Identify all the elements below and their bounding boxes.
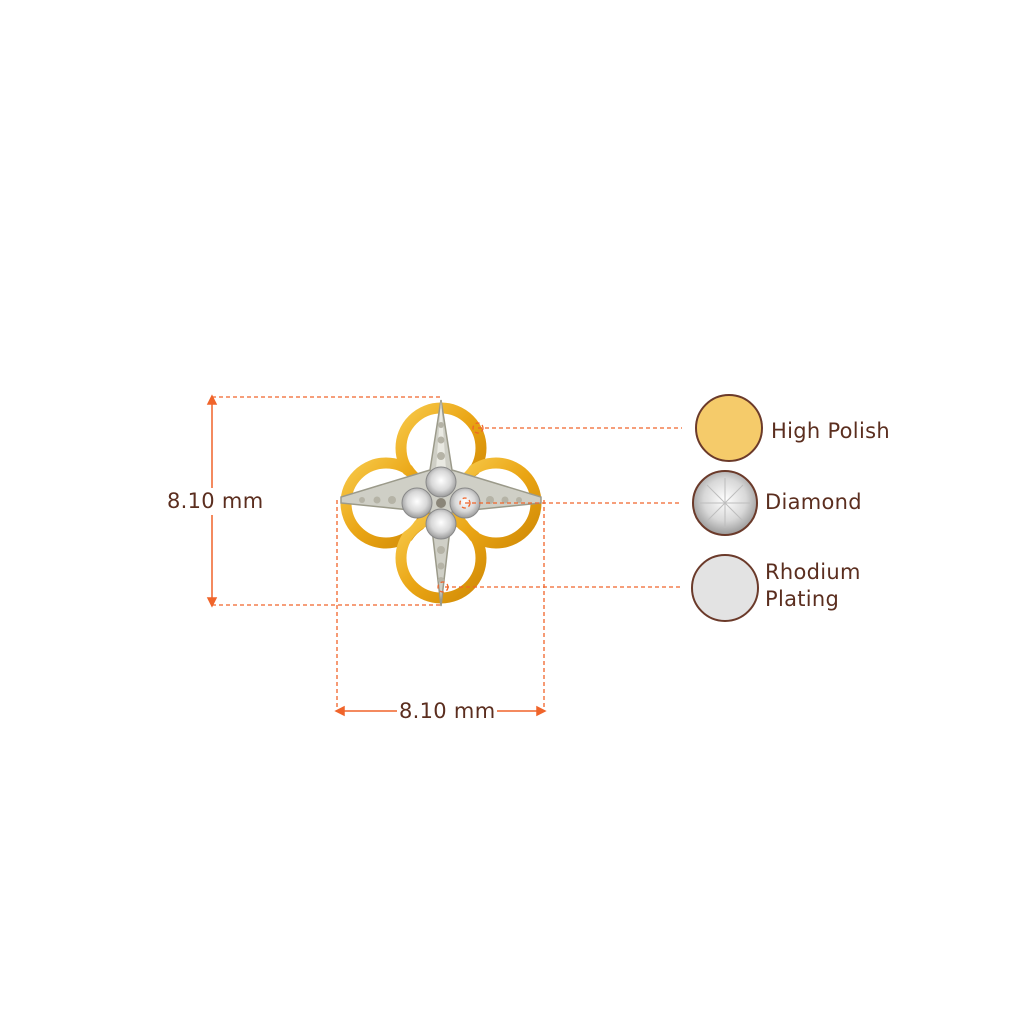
diamond-facets (700, 478, 750, 528)
height-dimension-label: 8.10 mm (165, 488, 266, 515)
legend-label-diamond: Diamond (765, 489, 862, 516)
legend-label-high-polish: High Polish (771, 418, 890, 445)
gold-swatch-icon (695, 394, 763, 462)
dimension-arrows (206, 394, 547, 717)
earring-image (340, 399, 542, 607)
legend-label-rhodium: Rhodium Plating (765, 559, 861, 613)
legend-swatches (691, 394, 763, 622)
legend-label-rhodium-line2: Plating (765, 587, 840, 611)
legend-label-rhodium-line1: Rhodium (765, 560, 861, 584)
width-dimension-label: 8.10 mm (397, 698, 498, 725)
rhodium-swatch-icon (691, 554, 759, 622)
dimension-lines (212, 396, 682, 711)
